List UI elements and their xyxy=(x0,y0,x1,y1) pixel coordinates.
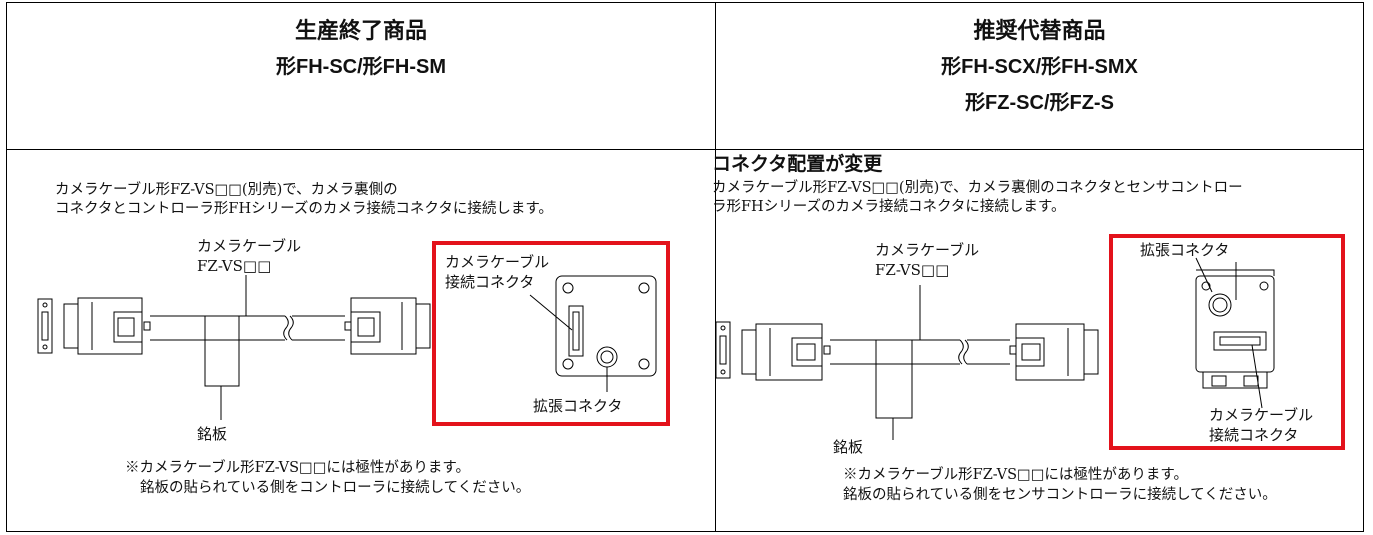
right-note-line1: ※カメラケーブル形FZ-VS□□には極性があります。 xyxy=(843,467,1188,483)
right-camera-connector-label-line2: 接続コネクタ xyxy=(1209,426,1299,444)
left-camera-connector-label-line1: カメラケーブル xyxy=(445,253,550,271)
right-camera-side xyxy=(1195,257,1275,409)
right-cable-diagram xyxy=(715,285,1099,440)
right-camera-connector-label-line1: カメラケーブル xyxy=(1209,406,1314,424)
comparison-table: 生産終了商品 形FH-SC/形FH-SM 推奨代替商品 形FH-SCX/形FH-… xyxy=(6,2,1364,532)
left-nameplate-label: 銘板 xyxy=(197,425,228,443)
column-divider xyxy=(715,3,716,531)
right-section-title: コネクタ配置が変更 xyxy=(712,153,883,175)
right-expansion-connector-label: 拡張コネクタ xyxy=(1140,241,1230,259)
right-note-line2: 銘板の貼られている側をセンサコントローラに接続してください。 xyxy=(843,487,1277,503)
header-discontinued-models: 形FH-SC/形FH-SM xyxy=(276,56,446,78)
left-description-line2: コネクタとコントローラ形FHシリーズのカメラ接続コネクタに接続します。 xyxy=(55,201,553,217)
left-description-line1: カメラケーブル形FZ-VS□□(別売)で、カメラ裏側の xyxy=(55,182,398,198)
header-discontinued-title: 生産終了商品 xyxy=(294,18,427,43)
left-note-line1: ※カメラケーブル形FZ-VS□□には極性があります。 xyxy=(125,460,470,476)
right-camera-highlight xyxy=(1109,234,1345,450)
right-nameplate-label: 銘板 xyxy=(833,438,864,456)
header-replacement: 推奨代替商品 形FH-SCX/形FH-SMX 形FZ-SC/形FZ-S xyxy=(716,3,1363,149)
left-camera-back xyxy=(529,275,657,392)
right-cable-label-line1: カメラケーブル xyxy=(875,241,980,259)
right-cable-label-line2: FZ-VS□□ xyxy=(875,261,950,279)
left-expansion-connector-label: 拡張コネクタ xyxy=(533,397,623,415)
right-description-line2: ラ形FHシリーズのカメラ接続コネクタに接続します。 xyxy=(712,199,1066,215)
left-cable-label-line1: カメラケーブル xyxy=(197,237,302,255)
left-note-line2: 銘板の貼られている側をコントローラに接続してください。 xyxy=(140,480,531,496)
right-description-line1: カメラケーブル形FZ-VS□□(別売)で、カメラ裏側のコネクタとセンサコントロー xyxy=(712,180,1243,196)
header-divider xyxy=(7,149,1363,150)
left-camera-connector-label-line2: 接続コネクタ xyxy=(445,273,535,291)
header-replacement-title: 推奨代替商品 xyxy=(973,18,1106,43)
header-discontinued: 生産終了商品 形FH-SC/形FH-SM xyxy=(7,3,715,149)
left-cable-diagram xyxy=(37,275,431,420)
header-replacement-models-1: 形FH-SCX/形FH-SMX xyxy=(941,56,1138,78)
left-cable-label-line2: FZ-VS□□ xyxy=(197,257,272,275)
left-camera-highlight xyxy=(432,241,670,426)
header-replacement-models-2: 形FZ-SC/形FZ-S xyxy=(965,92,1114,114)
